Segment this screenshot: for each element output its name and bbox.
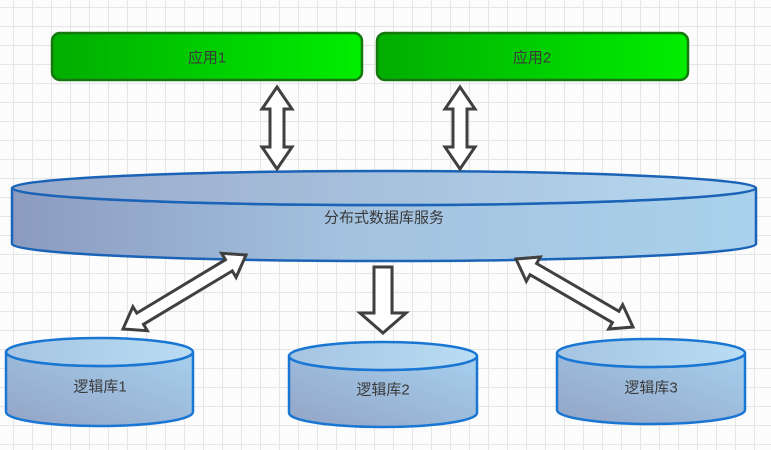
service-shape-top[interactable] <box>10 169 758 207</box>
app1-shape[interactable] <box>50 31 364 82</box>
service-node[interactable]: 分布式数据库服务 <box>10 169 758 263</box>
db2-label: 逻辑库2 <box>356 382 409 399</box>
app2-label: 应用2 <box>513 49 551 67</box>
db1-label: 逻辑库1 <box>73 379 126 396</box>
db3-shape-top[interactable] <box>555 337 747 369</box>
app2-shape[interactable] <box>375 31 690 82</box>
arrow-service-db1[interactable] <box>120 251 249 333</box>
app1-node[interactable]: 应用1 <box>50 31 364 82</box>
arrow-service-db2[interactable] <box>355 265 411 335</box>
arrow-app2-service[interactable] <box>442 84 478 172</box>
db1-node[interactable]: 逻辑库1 <box>4 336 195 428</box>
db2-shape-top[interactable] <box>287 340 479 372</box>
db3-node[interactable]: 逻辑库3 <box>555 337 747 426</box>
app2-node[interactable]: 应用2 <box>375 31 690 82</box>
db3-label: 逻辑库3 <box>624 380 677 397</box>
db2-node[interactable]: 逻辑库2 <box>287 340 479 429</box>
db1-shape-top[interactable] <box>4 336 195 368</box>
arrow-app1-service[interactable] <box>259 84 295 172</box>
app1-label: 应用1 <box>188 49 226 67</box>
service-label: 分布式数据库服务 <box>324 210 444 227</box>
arrow-service-db3[interactable] <box>513 255 636 331</box>
